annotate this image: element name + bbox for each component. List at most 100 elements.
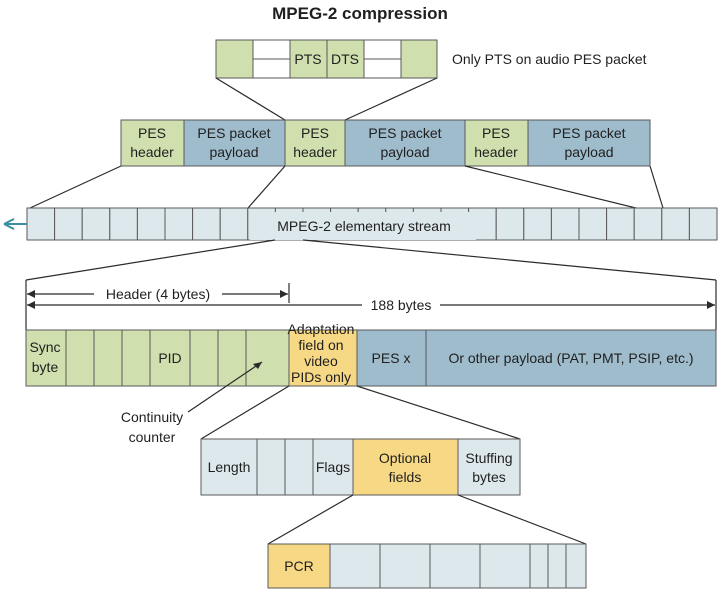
other-payload-label: Or other payload (PAT, PMT, PSIP, etc.) bbox=[448, 350, 693, 366]
optional-field-cell bbox=[547, 543, 567, 589]
stuffing-bytes-cell bbox=[457, 438, 521, 496]
optional-fields-cell bbox=[352, 438, 459, 496]
pes-block-label: payload bbox=[209, 144, 258, 160]
pcr-label: PCR bbox=[284, 558, 314, 574]
arrow-left-icon bbox=[27, 290, 35, 298]
continuity-label: Continuity bbox=[121, 409, 183, 425]
total-span-label: 188 bytes bbox=[371, 297, 432, 313]
elementary-stream-cell bbox=[688, 207, 718, 241]
pts-label: PTS bbox=[294, 51, 321, 67]
elementary-stream-cell bbox=[661, 207, 690, 241]
flags-cell bbox=[312, 438, 354, 496]
header-bit-cell bbox=[65, 329, 95, 387]
zoom-line bbox=[457, 494, 587, 545]
optional-label: fields bbox=[389, 469, 422, 485]
pes-block-label: PES packet bbox=[552, 125, 625, 141]
optional-field-cell bbox=[565, 543, 587, 589]
length-label: Length bbox=[208, 459, 251, 475]
zoom-line bbox=[267, 494, 354, 545]
header-bit-cell bbox=[189, 329, 219, 387]
zoom-line bbox=[200, 385, 290, 440]
pes-header-green-left bbox=[215, 39, 254, 79]
dts-cell bbox=[326, 39, 365, 79]
callout-line bbox=[187, 361, 263, 413]
pes-block-label: payload bbox=[564, 144, 613, 160]
pid-cell bbox=[149, 329, 191, 387]
header-bit-cell bbox=[121, 329, 151, 387]
length-cell bbox=[200, 438, 258, 496]
pes-payload-block bbox=[344, 119, 466, 167]
pes-header-green-right bbox=[400, 39, 438, 79]
adaptation-label: field on bbox=[298, 337, 343, 353]
elementary-stream-cell bbox=[26, 207, 56, 241]
zoom-line bbox=[649, 165, 664, 209]
pes-header-cell bbox=[363, 58, 402, 79]
optional-field-cell bbox=[379, 543, 431, 589]
elementary-stream-cell bbox=[495, 207, 525, 241]
pes-payload-block bbox=[183, 119, 286, 167]
optional-field-cell bbox=[429, 543, 481, 589]
diagram-title: MPEG-2 compression bbox=[272, 4, 448, 23]
pes-header-block bbox=[120, 119, 185, 167]
pes-x-cell bbox=[356, 329, 427, 387]
elementary-stream-cell bbox=[219, 207, 249, 241]
flags-label: Flags bbox=[316, 459, 350, 475]
elementary-stream-cell bbox=[606, 207, 635, 241]
zoom-line bbox=[29, 165, 122, 209]
stuffing-label: bytes bbox=[472, 469, 505, 485]
zoom-line bbox=[356, 385, 521, 440]
elementary-stream-cell bbox=[109, 207, 138, 241]
pes-payload-block bbox=[527, 119, 651, 167]
adaptation-bit-cell bbox=[284, 438, 314, 496]
elementary-stream-cell bbox=[54, 207, 83, 241]
other-payload-cell bbox=[425, 329, 717, 387]
pes-block-label: PES bbox=[482, 125, 510, 141]
optional-field-cell bbox=[329, 543, 381, 589]
optional-field-cell bbox=[529, 543, 549, 589]
audio-pts-note: Only PTS on audio PES packet bbox=[452, 51, 647, 67]
pes-block-label: header bbox=[474, 144, 518, 160]
elementary-stream-cell bbox=[164, 207, 194, 241]
dts-label: DTS bbox=[331, 51, 359, 67]
pes-header-detail: PTS DTS bbox=[215, 39, 438, 79]
elementary-stream-cell bbox=[136, 207, 166, 241]
arrow-right-icon bbox=[280, 290, 288, 298]
elementary-stream-cell bbox=[192, 207, 221, 241]
arrow-left-icon bbox=[27, 301, 35, 309]
arrow-head-icon bbox=[253, 362, 262, 369]
zoom-line bbox=[247, 165, 286, 209]
zoom-line bbox=[25, 239, 276, 281]
pes-header-block bbox=[284, 119, 346, 167]
elementary-stream-cell bbox=[550, 207, 580, 241]
adaptation-label: Adaptation bbox=[288, 321, 355, 337]
elementary-stream-cell bbox=[633, 207, 663, 241]
elementary-stream-label-bg bbox=[250, 212, 476, 240]
sync-label: Sync bbox=[29, 339, 60, 355]
continuity-counter-cell bbox=[245, 329, 290, 387]
pid-label: PID bbox=[158, 350, 181, 366]
header-bit-cell bbox=[93, 329, 123, 387]
transport-packet: Sync byte PID Adaptation field on video … bbox=[25, 321, 717, 387]
optional-fields-detail: PCR bbox=[267, 543, 587, 589]
pes-block-label: PES bbox=[138, 125, 166, 141]
arrow-right-icon bbox=[707, 301, 715, 309]
adaptation-bit-cell bbox=[256, 438, 286, 496]
zoom-line bbox=[302, 239, 717, 281]
pes-header-cell bbox=[252, 39, 291, 60]
pes-block-label: PES bbox=[301, 125, 329, 141]
zoom-line bbox=[344, 77, 438, 121]
header-span-label: Header (4 bytes) bbox=[106, 286, 210, 302]
zoom-line bbox=[464, 165, 637, 209]
elementary-stream-label: MPEG-2 elementary stream bbox=[277, 218, 451, 234]
pes-header-block bbox=[464, 119, 529, 167]
pes-header-cell bbox=[252, 58, 291, 79]
elementary-stream-cell bbox=[523, 207, 552, 241]
pts-cell bbox=[289, 39, 328, 79]
zoom-line bbox=[215, 77, 286, 121]
pes-block-label: PES packet bbox=[197, 125, 270, 141]
adaptation-field: Length Flags Optional fields Stuffing by… bbox=[200, 438, 521, 496]
optional-label: Optional bbox=[379, 450, 431, 466]
pes-block-label: header bbox=[130, 144, 174, 160]
optional-field-cell bbox=[479, 543, 531, 589]
